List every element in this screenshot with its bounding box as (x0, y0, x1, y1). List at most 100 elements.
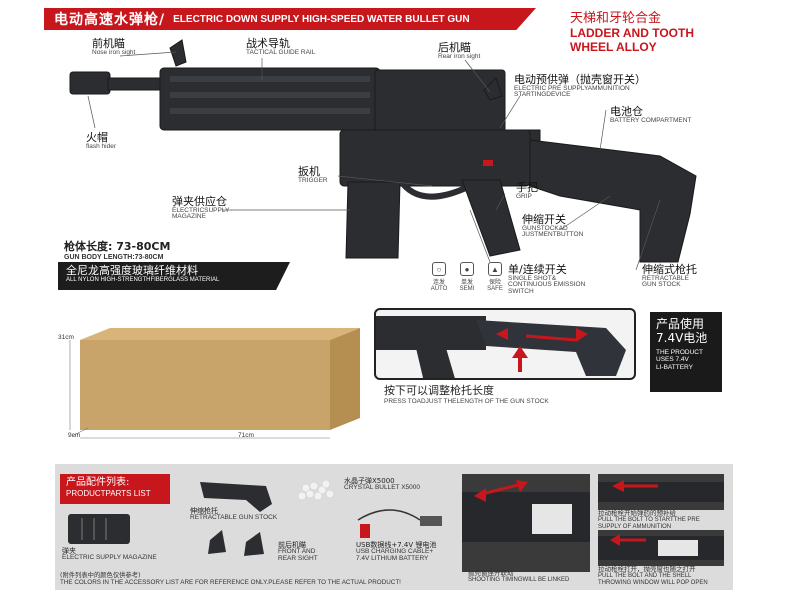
photo2b-caption: 拉动枪栓打开，抛壳窗也随之打开 PULL THE BOLT AND THE SH… (598, 565, 708, 586)
material-cn: 全尼龙高强度玻璃纤维材料 (66, 264, 198, 277)
bolt-photo-3 (598, 530, 724, 566)
photo1-caption: 抛壳窗连开联动 SHOOTING TIMINGWILL BE LINKED (468, 569, 569, 584)
bolt-photo-2-drawing (598, 480, 724, 502)
switch-cn: 单/连续开关 (508, 263, 567, 276)
magazine-cn: 弹夹供应仓 (172, 195, 227, 208)
callout-rear-sight: 后机瞄 Rear iron sight (438, 42, 480, 60)
callout-stock-button: 伸缩开关 GUNSTOCKAD JUSTMENTBUTTON (522, 214, 583, 239)
parts-title-cn: 产品配件列表: (66, 477, 130, 488)
material-banner: 全尼龙高强度玻璃纤维材料 ALL NYLON HIGH-STRENGTHFIBE… (58, 262, 290, 290)
alloy-cn: 天梯和牙轮合金 (570, 11, 662, 26)
battery-en3: LI-BATTERY (656, 363, 693, 371)
trigger-cn: 扳机 (298, 165, 320, 178)
parts-title-en: PRODUCTPARTS LIST (66, 488, 151, 498)
tactical-rail-cn: 战术导轨 (246, 37, 290, 50)
retract-stock-en2: GUN STOCK (642, 281, 681, 289)
photo2b-en2: THROWING WINDOW WILL POP OPEN (598, 579, 708, 586)
part-bullets-en: CRYSTAL BULLET X5000 (344, 484, 420, 492)
parts-title: 产品配件列表: PRODUCTPARTS LIST (60, 474, 170, 504)
mode-semi-cn: 单发 (460, 279, 473, 286)
pre-supply-en1: ELECTRIC PRE SUPPLYAMMUNITION (514, 84, 630, 92)
grip-en: GRIP (516, 192, 532, 200)
tactical-rail-en: TACTICAL GUIDE RAIL (246, 48, 316, 56)
rear-sight-cn: 后机瞄 (438, 41, 471, 54)
mode-semi: ● 单发 SEMI (456, 262, 478, 292)
header-banner: 电动高速水弹枪/ ELECTRIC DOWN SUPPLY HIGH-SPEED… (44, 8, 536, 30)
material-en: ALL NYLON HIGH-STRENGTHFIBERGLASS MATERI… (66, 277, 220, 284)
photo1-cn: 抛壳窗连开联动 (468, 569, 514, 577)
battery-compartment-en: BATTERY COMPARTMENT (610, 116, 692, 124)
photo2a-en2: SUPPLY OF AMMUNITION (598, 523, 672, 530)
gun-length-cn: 枪体长度: 73-80CM (64, 240, 171, 253)
front-sight-cn: 前机瞄 (92, 37, 125, 50)
rear-sight-en: Rear iron sight (438, 52, 481, 60)
box-length: 71cm (238, 432, 254, 439)
battery-compartment-cn: 电池仓 (610, 105, 643, 118)
part-stock: 伸缩枪托 RETRACTABLE GUN STOCK (190, 507, 277, 522)
semi-icon: ● (460, 262, 474, 276)
part-bullets: 水晶子弹X5000 CRYSTAL BULLET X5000 (344, 477, 420, 492)
stock-adjust-note: 按下可以调整枪托长度 PRESS TOADJUST THELENGTH OF T… (384, 382, 549, 405)
box-height: 31cm (58, 334, 74, 341)
stock-button-cn: 伸缩开关 (522, 213, 566, 226)
retract-stock-en1: RETRACTABLE (642, 274, 689, 282)
battery-cn1: 产品使用 (656, 317, 705, 331)
gun-illustration (69, 39, 697, 271)
callout-switch: 单/连续开关 SINGLE SHOT& CONTINUOUS EMISSION … (508, 264, 585, 296)
package-box-illustration (69, 328, 360, 439)
safe-icon: ▲ (488, 262, 502, 276)
flash-hider-en: flash hider (86, 142, 116, 150)
callout-pre-supply: 电动预供弹（抛壳窗开关） ELECTRIC PRE SUPPLYAMMUNITI… (514, 74, 646, 99)
part-sights: 前后机瞄 FRONT AND REAR SIGHT (278, 541, 318, 563)
mode-auto: ○ 连发 AUTO (428, 262, 450, 292)
alloy-en1: LADDER AND TOOTH (570, 25, 694, 40)
alloy-note: 天梯和牙轮合金 LADDER AND TOOTH WHEEL ALLOY (570, 11, 694, 55)
box-depth: 9cm (68, 432, 81, 439)
front-sight-en: Nose iron sight (92, 48, 136, 56)
bolt-photo-1-drawing (462, 480, 590, 542)
part-sights-cn: 前后机瞄 (278, 541, 306, 549)
mode-safe: ▲ 保险 SAFE (484, 262, 506, 292)
switch-en1: SINGLE SHOT& (508, 274, 557, 282)
gun-length-en: GUN BODY LENGTH:73-80CM (64, 254, 164, 261)
callout-tactical-rail: 战术导轨 TACTICAL GUIDE RAIL (246, 38, 315, 56)
battery-info-box: 产品使用 7.4V电池 THE PRODUCT USES 7.4V LI-BAT… (650, 312, 722, 392)
stock-closeup-drawing (376, 316, 626, 378)
accessory-note: (附件列表中的颜色仅供参考) THE COLORS IN THE ACCESSO… (60, 572, 401, 586)
flash-hider-shape (69, 71, 111, 95)
switch-en3: SWITCH (508, 288, 534, 296)
mode-auto-en: AUTO (430, 286, 448, 292)
part-magazine: 弹夹 ELECTRIC SUPPLY MAGAZINE (62, 547, 157, 562)
trigger-en: TRIGGER (298, 176, 328, 184)
alloy-en2: WHEEL ALLOY (570, 39, 657, 54)
header-title-cn: 电动高速水弹枪/ (54, 12, 166, 28)
callout-retract-stock: 伸缩式枪托 RETRACTABLE GUN STOCK (642, 264, 697, 289)
pre-supply-cn: 电动预供弹（抛壳窗开关） (514, 73, 646, 86)
callout-flash-hider: 火帽 flash hider (86, 132, 116, 150)
fire-mode-icons: ○ 连发 AUTO ● 单发 SEMI ▲ 保险 SAFE (428, 262, 506, 292)
flash-hider-cn: 火帽 (86, 131, 108, 144)
part-cable-en2: 7.4V LITHIUM BATTERY (356, 555, 429, 563)
bolt-photo-3-drawing (598, 534, 724, 560)
mode-auto-cn: 连发 (432, 279, 445, 286)
switch-en2: CONTINUOUS EMISSION (508, 281, 586, 289)
retract-stock-cn: 伸缩式枪托 (642, 263, 697, 276)
parts-drawings (68, 479, 442, 556)
part-sights-en1: FRONT AND (278, 548, 316, 556)
bolt-photo-2 (598, 474, 724, 510)
gun-length-spec: 枪体长度: 73-80CM GUN BODY LENGTH:73-80CM (64, 238, 170, 261)
stock-button-en2: JUSTMENTBUTTON (522, 231, 584, 239)
mode-safe-cn: 保险 (488, 279, 501, 286)
callout-magazine: 弹夹供应仓 ELECTRICSUPPLY MAGAZINE (172, 196, 229, 221)
callout-front-sight: 前机瞄 Nose iron sight (92, 38, 135, 56)
part-magazine-en: ELECTRIC SUPPLY MAGAZINE (62, 554, 157, 562)
part-cable-cn: USB数据线+7.4V 锂电池 (356, 541, 437, 549)
photo2a-caption: 拉动枪栓开始弹药的预补给 PULL THE BOLT TO STARTTHE P… (598, 509, 700, 530)
grip-cn: 手把 (516, 181, 538, 194)
pre-supply-en2: STARTINGDEVICE (514, 91, 571, 99)
stock-button-en1: GUNSTOCKAD (522, 224, 568, 232)
part-bullets-cn: 水晶子弹X5000 (344, 477, 395, 485)
battery-en1: THE PRODUCT (656, 348, 703, 356)
press-cn: 按下可以调整枪托长度 (384, 384, 494, 397)
battery-en2: USES 7.4V (656, 356, 689, 364)
